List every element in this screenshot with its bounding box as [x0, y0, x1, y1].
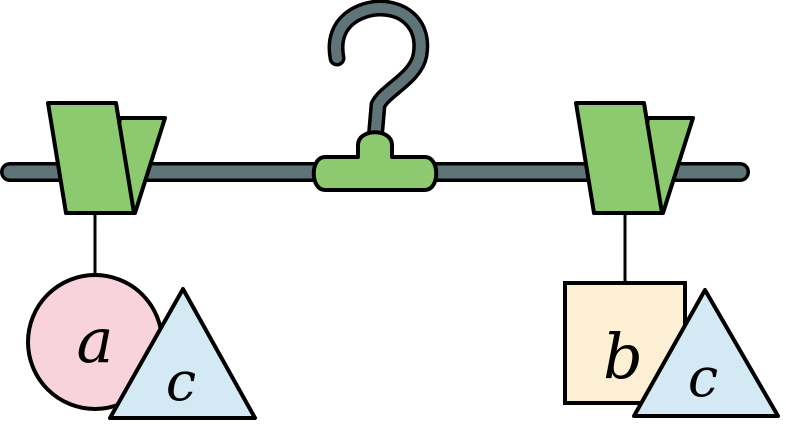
center-clip — [311, 130, 439, 192]
right-hanging-group: b c — [563, 281, 780, 418]
left-hanging-group: a c — [26, 273, 257, 420]
triangle-label: c — [166, 350, 196, 413]
triangle-shape — [108, 287, 257, 420]
circle-label: a — [77, 304, 114, 377]
triangle-shape — [632, 288, 780, 418]
triangle-label: c — [688, 346, 718, 409]
square-label: b — [603, 320, 643, 393]
left-clip — [46, 101, 167, 215]
right-clip — [574, 101, 695, 215]
hook-icon — [327, 0, 430, 149]
